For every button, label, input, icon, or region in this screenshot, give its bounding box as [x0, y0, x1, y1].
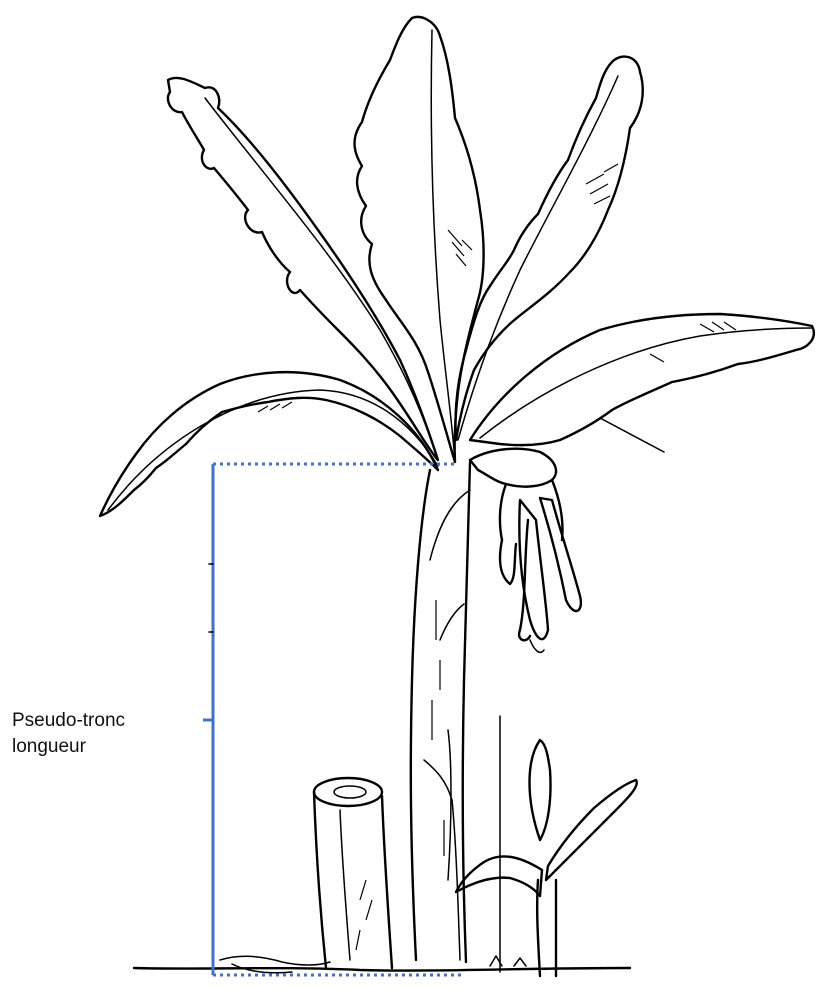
- sucker: [456, 716, 637, 976]
- pseudostem: [411, 462, 470, 962]
- label-line-2: longueur: [12, 734, 125, 760]
- leaves: [100, 17, 814, 516]
- pseudostem-length-label: Pseudo-tronc longueur: [12, 708, 125, 760]
- pseudostem-length-measure: [203, 464, 462, 975]
- leaf-upper-left: [168, 78, 438, 460]
- banana-bunch: [470, 449, 581, 653]
- leaf-center: [355, 17, 484, 462]
- leaf-left-drooping: [100, 372, 438, 516]
- cut-stump: [314, 778, 392, 968]
- label-line-1: Pseudo-tronc: [12, 708, 125, 734]
- leaf-right: [470, 314, 814, 445]
